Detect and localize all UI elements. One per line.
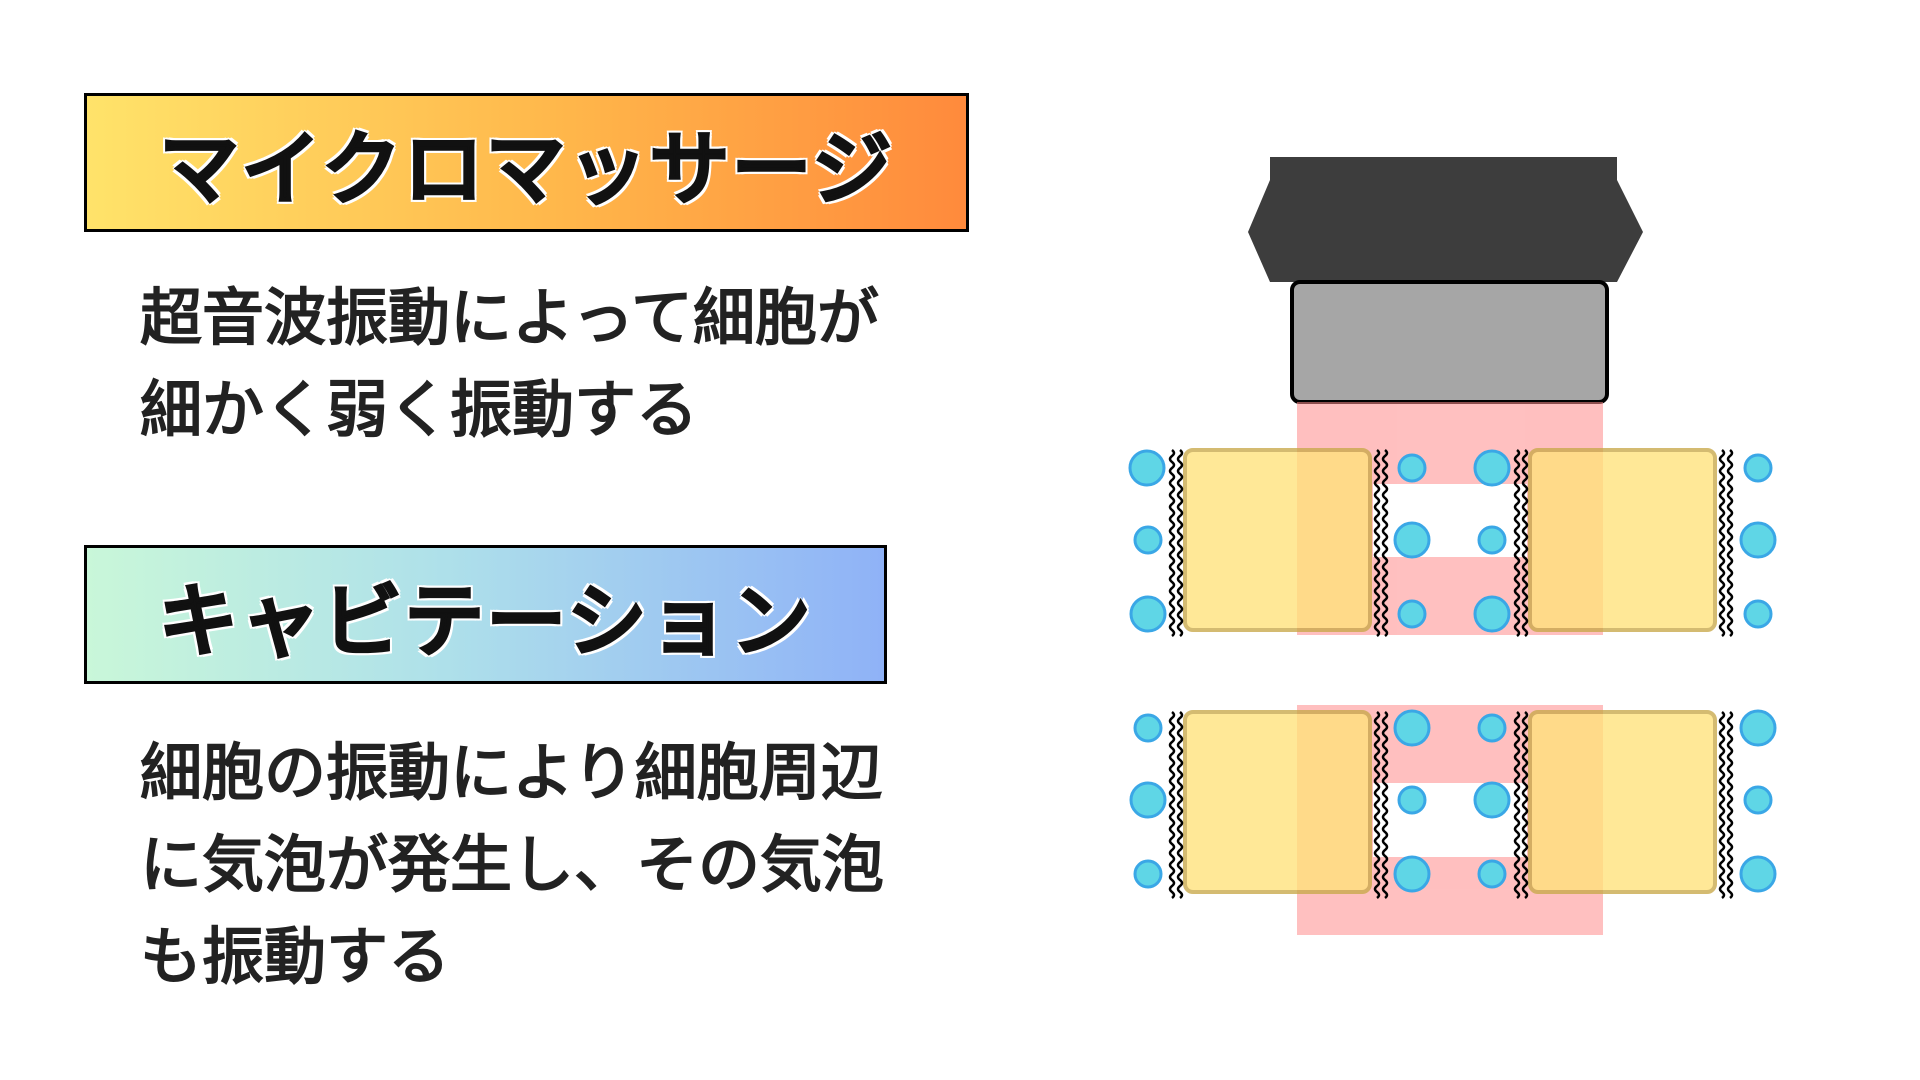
- probe-tip: [1290, 280, 1609, 404]
- bubble-icon: [1473, 781, 1511, 819]
- vibration-wave-line: [1521, 449, 1529, 637]
- vibration-wave-line: [1513, 449, 1521, 637]
- vibration-wave-line: [1381, 449, 1389, 637]
- vibration-wave-line: [1373, 711, 1381, 899]
- bubble-icon: [1393, 709, 1431, 747]
- micro-massage-description: 超音波振動によって細胞が 細かく弱く振動する: [140, 272, 879, 456]
- bubble-icon: [1739, 521, 1777, 559]
- bubble-icon: [1739, 709, 1777, 747]
- cell-group: [1183, 448, 1717, 894]
- bubble-icon: [1739, 855, 1777, 893]
- cavitation-desc-line: に気泡が発生し、その気泡: [140, 828, 885, 901]
- ultrasound-cell-diagram: [1128, 157, 1777, 935]
- bubble-icon: [1397, 785, 1427, 815]
- cell-icon: [1183, 710, 1372, 894]
- bubble-icon: [1477, 713, 1507, 743]
- micro-massage-heading: マイクロマッサージ: [84, 93, 969, 232]
- bubble-icon: [1743, 599, 1773, 629]
- vibration-wave-line: [1718, 711, 1726, 899]
- vibration-wave-line: [1176, 711, 1184, 899]
- vibration-wave-line: [1513, 711, 1521, 899]
- vibration-wave-line: [1521, 711, 1529, 899]
- ultrasound-probe-icon: [1248, 157, 1643, 404]
- bubble-icon: [1473, 595, 1511, 633]
- cavitation-description: 細胞の振動により細胞周辺 に気泡が発生し、その気泡 も振動する: [140, 727, 884, 1003]
- micro-massage-desc-line: 細かく弱く振動する: [140, 373, 699, 446]
- bubble-icon: [1477, 525, 1507, 555]
- probe-head: [1248, 157, 1643, 282]
- micro-massage-title: マイクロマッサージ: [158, 122, 894, 217]
- bubble-icon: [1133, 525, 1163, 555]
- micro-massage-desc-line: 超音波振動によって細胞が: [140, 281, 880, 354]
- vibration-wave-line: [1168, 449, 1176, 637]
- bubble-icon: [1128, 449, 1166, 487]
- bubble-group: [1128, 449, 1777, 893]
- bubble-icon: [1477, 859, 1507, 889]
- bubble-icon: [1393, 855, 1431, 893]
- bubble-icon: [1743, 453, 1773, 483]
- vibration-wave-line: [1176, 449, 1184, 637]
- cell-icon: [1183, 448, 1372, 632]
- vibration-wave-line: [1718, 449, 1726, 637]
- vibration-wave-line: [1373, 449, 1381, 637]
- cavitation-desc-line: も振動する: [140, 920, 451, 993]
- bubble-icon: [1743, 785, 1773, 815]
- bubble-icon: [1393, 521, 1431, 559]
- vibration-wave-line: [1381, 711, 1389, 899]
- bubble-icon: [1129, 781, 1167, 819]
- cell-icon: [1528, 710, 1717, 894]
- bubble-icon: [1397, 453, 1427, 483]
- bubble-icon: [1397, 599, 1427, 629]
- vibration-wave-line: [1726, 449, 1734, 637]
- cavitation-heading: キャビテーション: [84, 545, 887, 684]
- bubble-icon: [1133, 713, 1163, 743]
- bubble-icon: [1129, 595, 1167, 633]
- cavitation-desc-line: 細胞の振動により細胞周辺: [140, 736, 883, 809]
- vibration-wave-line: [1726, 711, 1734, 899]
- vibration-wave-icon: [1168, 449, 1734, 899]
- cavitation-title: キャビテーション: [157, 574, 813, 669]
- bubble-icon: [1473, 449, 1511, 487]
- cell-icon: [1528, 448, 1717, 632]
- vibration-wave-line: [1168, 711, 1176, 899]
- bubble-icon: [1133, 859, 1163, 889]
